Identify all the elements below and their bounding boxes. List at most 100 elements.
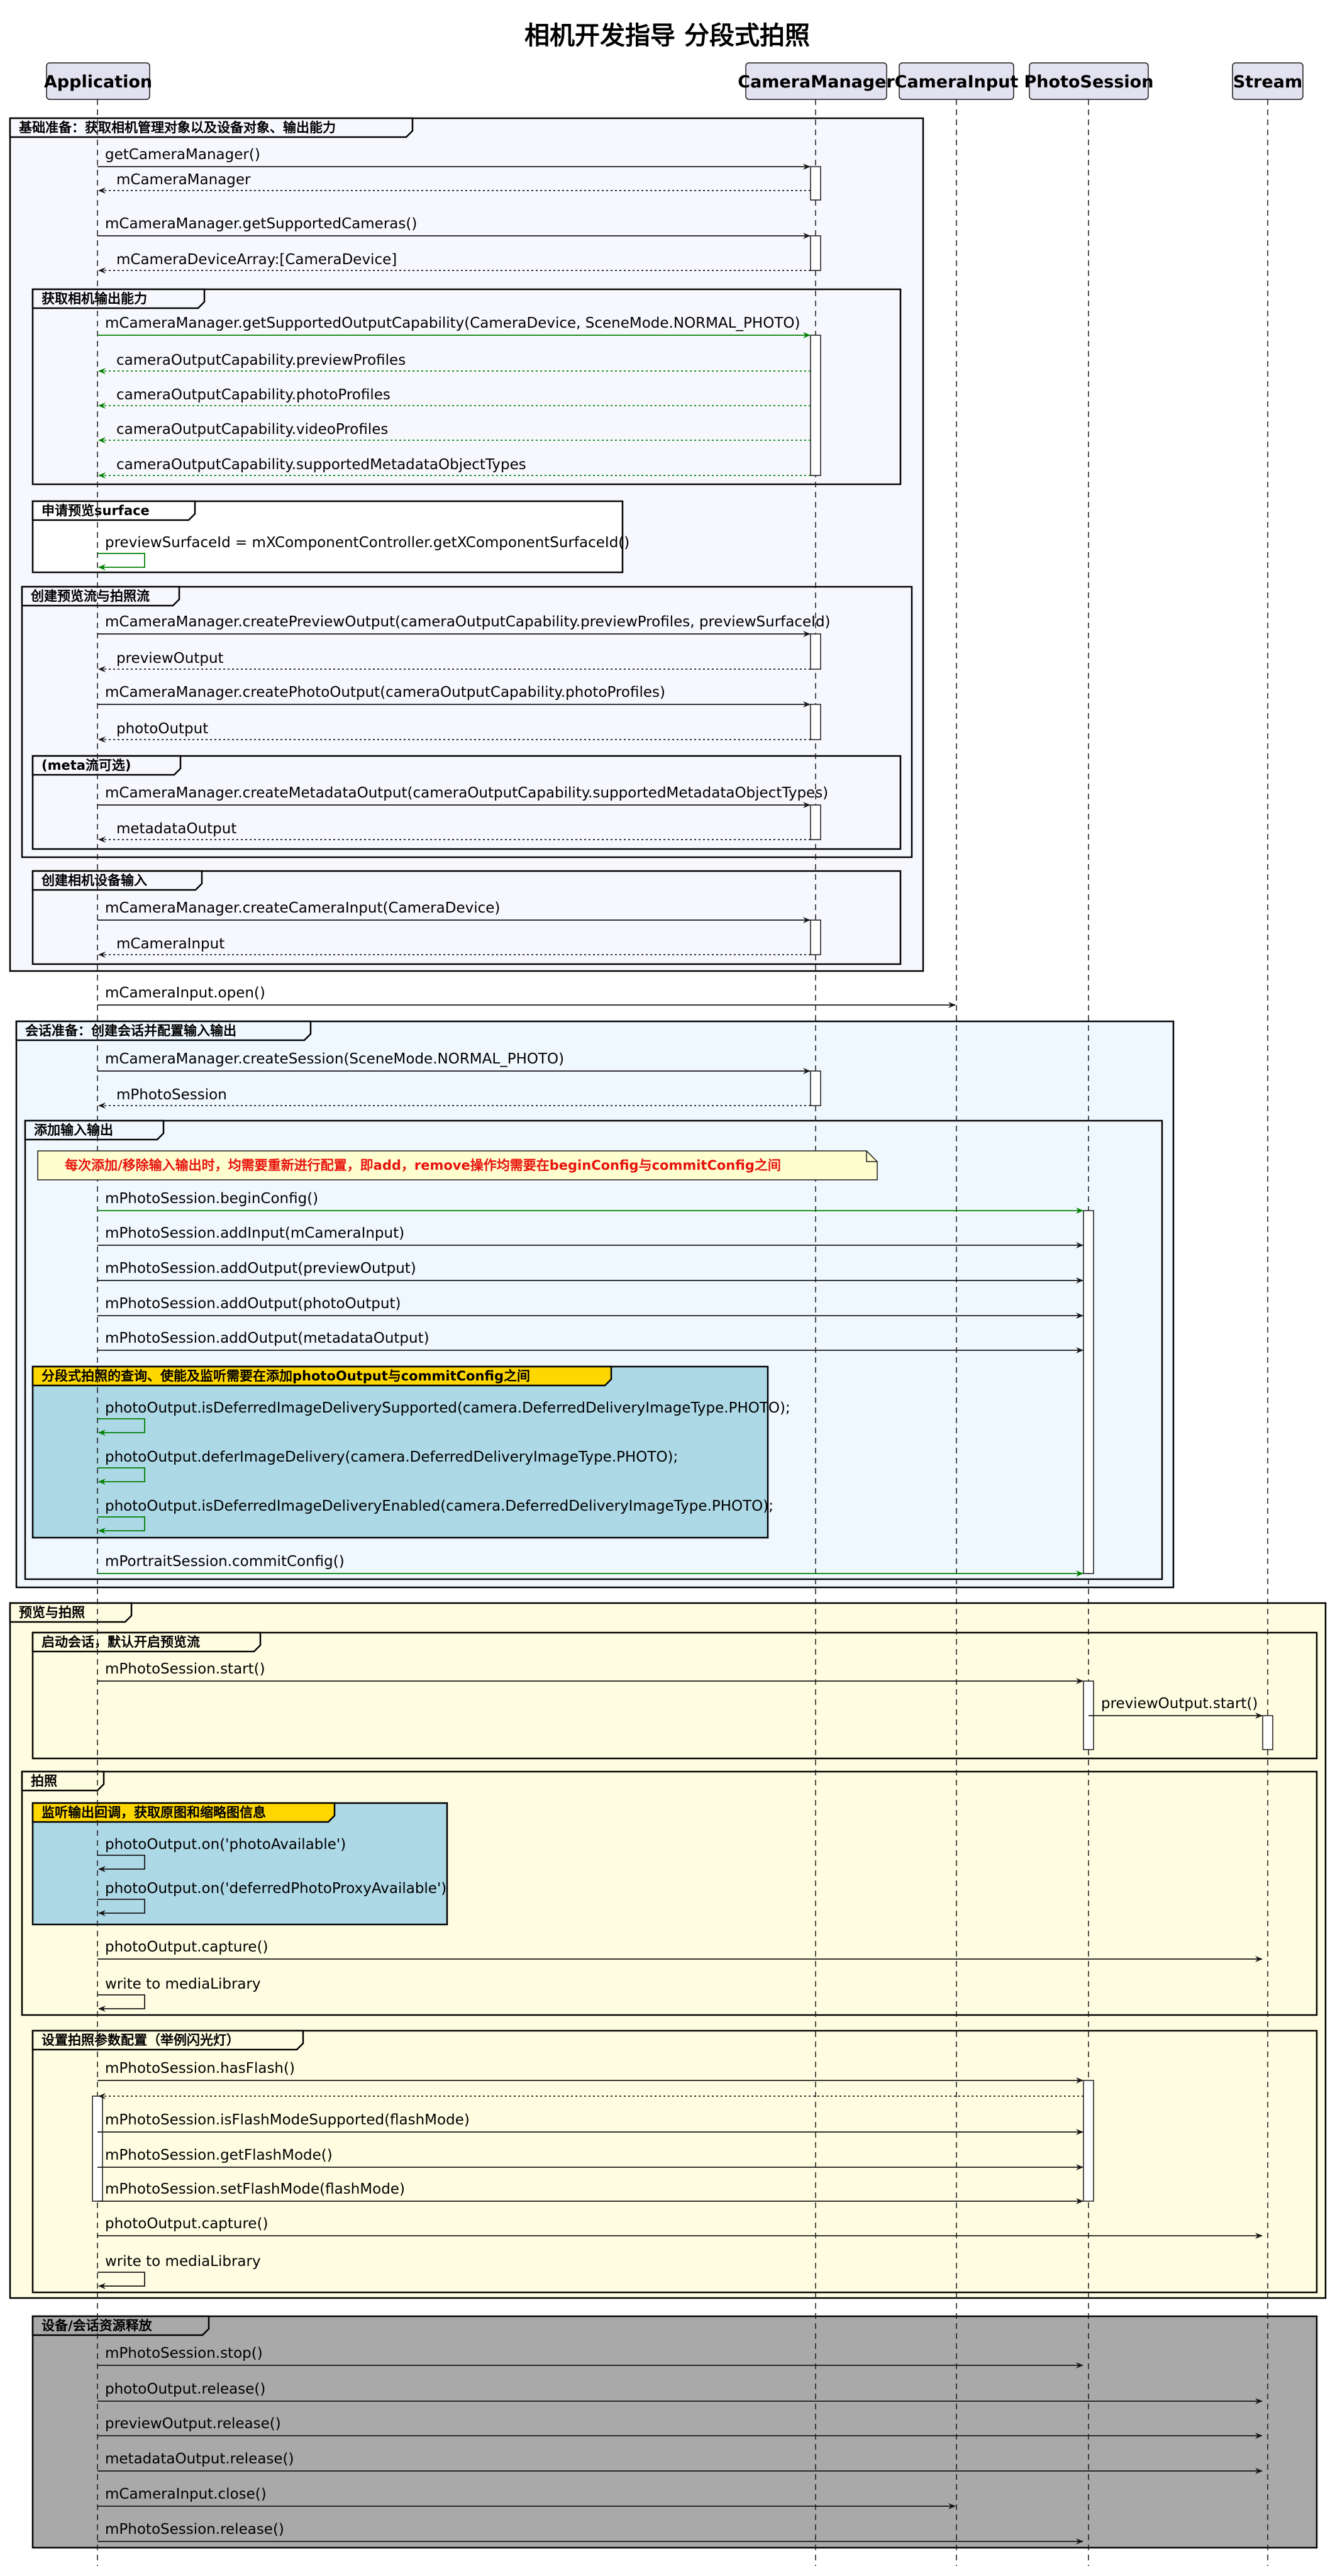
- fragment-frame: 设置拍照参数配置（举例闪光灯）: [31, 2029, 1318, 2294]
- message: photoOutput.capture(): [97, 1939, 1263, 1962]
- participant-st: Stream: [1232, 62, 1304, 100]
- fragment-label: 预览与拍照: [19, 1605, 85, 1620]
- participant-label: PhotoSession: [1024, 72, 1154, 92]
- message: previewOutput: [98, 650, 811, 672]
- self-message-arrow: [97, 1899, 145, 1916]
- activations-layer: [92, 166, 1273, 2202]
- message: mCameraManager.getSupportedCameras(): [97, 216, 811, 239]
- message: mCameraDeviceArray:[CameraDevice]: [98, 252, 811, 274]
- message-label: mCameraManager: [116, 172, 251, 188]
- message: mPhotoSession.hasFlash(): [97, 2060, 1083, 2084]
- note-corner: [866, 1151, 877, 1162]
- fragment-tab: [15, 1020, 312, 1041]
- fragment-frame: (meta流可选): [31, 755, 902, 850]
- note-text: 每次添加/移除输入输出时，均需要重新进行配置，即add，remove操作均需要在…: [65, 1158, 781, 1173]
- message-label: mCameraManager.createCameraInput(CameraD…: [105, 900, 500, 916]
- fragment-tab: [31, 1802, 336, 1823]
- message: mPhotoSession.stop(): [97, 2345, 1083, 2368]
- message-label: mCameraManager.getSupportedCameras(): [105, 216, 417, 232]
- message: previewOutput.start(): [1088, 1696, 1263, 1719]
- message: mPhotoSession.addOutput(previewOutput): [97, 1260, 1083, 1284]
- fragment-box: [31, 1365, 769, 1539]
- message: getCameraManager(): [97, 147, 811, 170]
- message: photoOutput.isDeferredImageDeliverySuppo…: [97, 1400, 790, 1436]
- message: mPhotoSession.setFlashMode(flashMode): [97, 2181, 1083, 2204]
- fragment-tab: [31, 2029, 304, 2051]
- message-label: photoOutput.on('deferredPhotoProxyAvaila…: [105, 1880, 446, 1897]
- message-label: mPhotoSession: [116, 1087, 227, 1103]
- message-label: previewOutput.release(): [105, 2416, 281, 2432]
- message: mPhotoSession.beginConfig(): [97, 1191, 1083, 1214]
- message: mPhotoSession.addOutput(photoOutput): [97, 1296, 1083, 1319]
- message-label: mPhotoSession.addOutput(previewOutput): [105, 1260, 416, 1277]
- message-label: cameraOutputCapability.previewProfiles: [116, 352, 406, 369]
- participant-box: [745, 62, 887, 100]
- participant-box: [46, 62, 150, 100]
- fragment-label: 创建预览流与拍照流: [30, 589, 150, 604]
- message: mCameraManager.createMetadataOutput(came…: [97, 785, 828, 808]
- message: mPhotoSession.addInput(mCameraInput): [97, 1225, 1083, 1248]
- participant-label: CameraInput: [895, 72, 1019, 92]
- message: cameraOutputCapability.previewProfiles: [98, 352, 811, 374]
- fragment-tab: [9, 1602, 133, 1623]
- participant-ps: PhotoSession: [1024, 62, 1154, 100]
- message-label: photoOutput.isDeferredImageDeliveryEnabl…: [105, 1498, 773, 1514]
- message-label: mPhotoSession.release(): [105, 2521, 284, 2538]
- fragment-frame: 分段式拍照的查询、使能及监听需要在添加photoOutput与commitCon…: [31, 1365, 769, 1539]
- participant-box: [1232, 62, 1304, 100]
- message-label: cameraOutputCapability.videoProfiles: [116, 421, 388, 438]
- message-label: photoOutput: [116, 721, 208, 737]
- message: mPhotoSession.isFlashModeSupported(flash…: [97, 2112, 1083, 2135]
- fragment-label: 设置拍照参数配置（举例闪光灯）: [42, 2033, 240, 2048]
- fragment-box: [31, 2315, 1318, 2549]
- message-label: previewOutput.start(): [1101, 1696, 1258, 1712]
- message: photoOutput.on('deferredPhotoProxyAvaila…: [97, 1880, 446, 1916]
- fragment-label: (meta流可选): [42, 758, 131, 773]
- message-label: mPhotoSession.addInput(mCameraInput): [105, 1225, 404, 1241]
- message-label: mCameraManager.createPhotoOutput(cameraO…: [105, 684, 665, 701]
- message: mCameraInput.close(): [97, 2486, 956, 2509]
- fragment-box: [31, 1802, 448, 1926]
- participant-label: Stream: [1233, 72, 1302, 92]
- note-box: [37, 1150, 878, 1180]
- message-label: write to mediaLibrary: [105, 2253, 261, 2270]
- fragment-frame: 获取相机输出能力: [31, 288, 902, 486]
- fragment-tab: [31, 288, 206, 309]
- message: metadataOutput: [98, 821, 811, 843]
- message-label: mCameraManager.createSession(SceneMode.N…: [105, 1051, 564, 1067]
- fragment-label: 添加输入输出: [34, 1123, 113, 1138]
- message-label: mCameraDeviceArray:[CameraDevice]: [116, 252, 397, 268]
- fragment-tab: [31, 755, 182, 776]
- message-label: write to mediaLibrary: [105, 1976, 261, 1992]
- participant-ci: CameraInput: [895, 62, 1019, 100]
- activation-bar: [810, 335, 821, 476]
- fragment-label: 启动会话，默认开启预览流: [42, 1635, 200, 1650]
- activation-bar: [810, 1070, 821, 1106]
- fragment-label: 拍照: [31, 1774, 57, 1789]
- message-label: photoOutput.capture(): [105, 2216, 269, 2232]
- message: mCameraManager.getSupportedOutputCapabil…: [97, 315, 811, 338]
- message: photoOutput.capture(): [97, 2216, 1263, 2239]
- message-label: mPhotoSession.addOutput(metadataOutput): [105, 1330, 429, 1346]
- message: write to mediaLibrary: [97, 1976, 261, 2012]
- message-label: mPhotoSession.addOutput(photoOutput): [105, 1296, 401, 1312]
- message: previewOutput.release(): [97, 2416, 1263, 2439]
- message-label: mPhotoSession.start(): [105, 1661, 265, 1677]
- activation-bar: [810, 235, 821, 271]
- message: photoOutput.deferImageDelivery(camera.De…: [97, 1449, 678, 1485]
- participant-box: [899, 62, 1014, 100]
- fragment-box: [31, 288, 902, 486]
- fragment-tab: [31, 500, 196, 521]
- self-message-arrow: [97, 553, 145, 570]
- participant-cm: CameraManager: [738, 62, 895, 100]
- message: photoOutput.release(): [97, 2381, 1263, 2404]
- fragment-label: 分段式拍照的查询、使能及监听需要在添加photoOutput与commitCon…: [42, 1368, 530, 1384]
- message: metadataOutput.release(): [97, 2451, 1263, 2474]
- message: mCameraInput.open(): [97, 985, 956, 1008]
- activation-bar: [810, 919, 821, 955]
- self-message-arrow: [97, 1855, 145, 1872]
- fragment-label: 监听输出回调，获取原图和缩略图信息: [42, 1805, 266, 1820]
- fragment-label: 创建相机设备输入: [41, 873, 147, 888]
- activation-bar: [810, 166, 821, 201]
- message-label: mPhotoSession.getFlashMode(): [105, 2147, 333, 2163]
